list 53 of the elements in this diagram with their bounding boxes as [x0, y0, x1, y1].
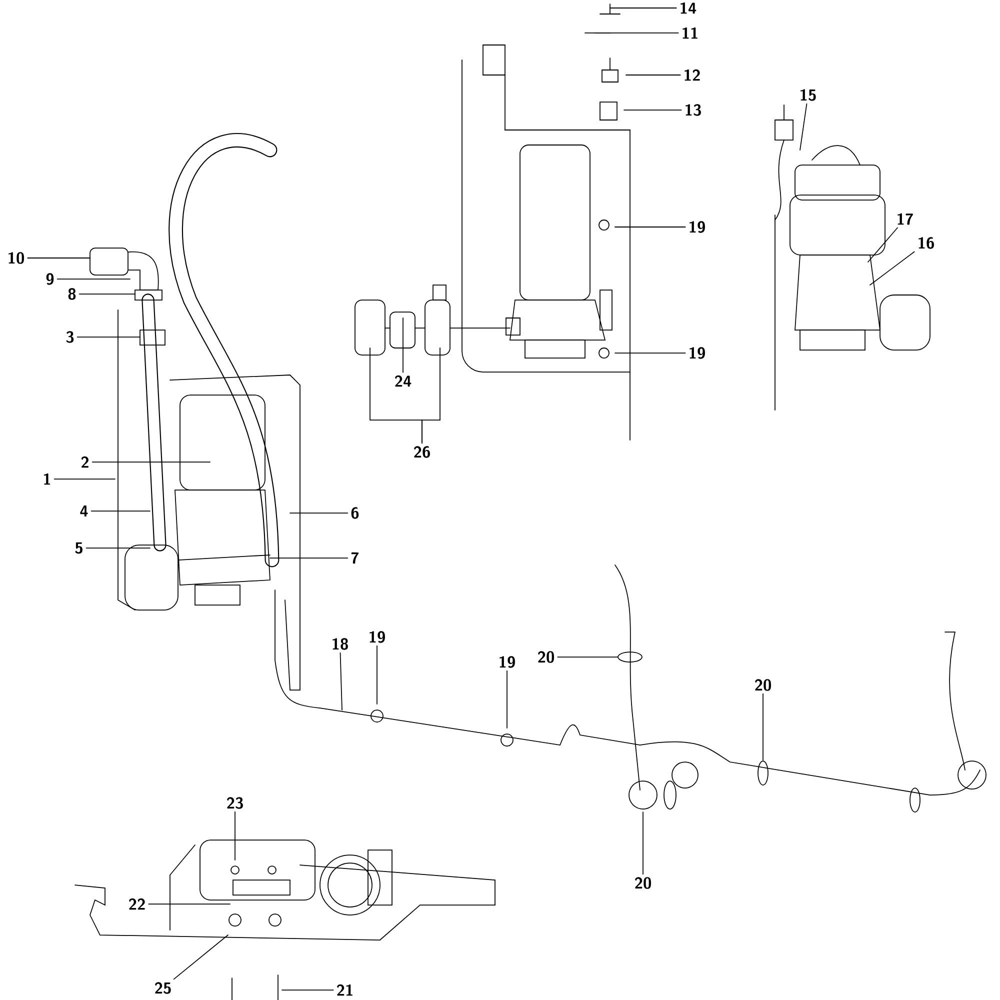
- callout-number: 14: [680, 2, 696, 14]
- callout-number: 20: [538, 651, 554, 663]
- callout-number: 19: [690, 347, 705, 359]
- callout-number: 24: [395, 375, 412, 387]
- leader-line: [642, 812, 644, 875]
- leader-line: [870, 251, 915, 286]
- leader-line: [762, 693, 764, 760]
- leader-line: [626, 74, 681, 76]
- leader-line: [340, 652, 342, 710]
- leader-line: [90, 510, 150, 512]
- leader-line: [56, 278, 130, 280]
- leader-line: [506, 670, 508, 728]
- callout-number: 11: [682, 27, 698, 39]
- leader-line: [173, 934, 228, 980]
- callout-number: 19: [690, 221, 705, 233]
- callout-number: 22: [129, 898, 145, 910]
- leader-line: [54, 478, 116, 480]
- leader-line: [614, 352, 686, 354]
- leader-line: [614, 226, 686, 228]
- callout-number: 8: [68, 288, 76, 300]
- leader-line: [290, 512, 348, 514]
- callout-number: 17: [898, 213, 913, 225]
- callout-number: 18: [332, 638, 348, 650]
- callout-number: 10: [8, 252, 24, 264]
- callout-number: 20: [755, 679, 771, 691]
- callout-number: 6: [351, 507, 359, 519]
- callout-number: 19: [500, 656, 515, 668]
- leader-line: [557, 656, 618, 658]
- callout-number: 13: [686, 104, 701, 116]
- callout-number: 16: [918, 237, 934, 249]
- callout-number: 2: [81, 456, 88, 468]
- callout-number: 4: [80, 506, 88, 516]
- leader-line: [422, 348, 440, 444]
- callout-number: 3: [66, 331, 74, 343]
- callout-number: 7: [351, 552, 359, 564]
- callout-number: 15: [800, 89, 816, 101]
- callout-number: 20: [635, 877, 651, 889]
- callout-number: 21: [337, 984, 352, 996]
- callout-number: 26: [414, 446, 430, 458]
- callout-number: 19: [370, 631, 385, 643]
- leader-line: [402, 318, 404, 373]
- callout-number: 25: [155, 982, 171, 994]
- callout-number: 1: [44, 473, 50, 485]
- leader-line: [594, 32, 679, 34]
- callout-number: 5: [75, 542, 82, 554]
- leader-line: [800, 103, 808, 150]
- callout-number: 23: [227, 797, 243, 809]
- leader-line: [376, 645, 378, 704]
- callout-number: 9: [46, 273, 54, 285]
- callout-number: 12: [684, 69, 700, 81]
- leader-line: [868, 227, 898, 262]
- leader-line: [234, 811, 236, 860]
- leader-line: [76, 336, 140, 338]
